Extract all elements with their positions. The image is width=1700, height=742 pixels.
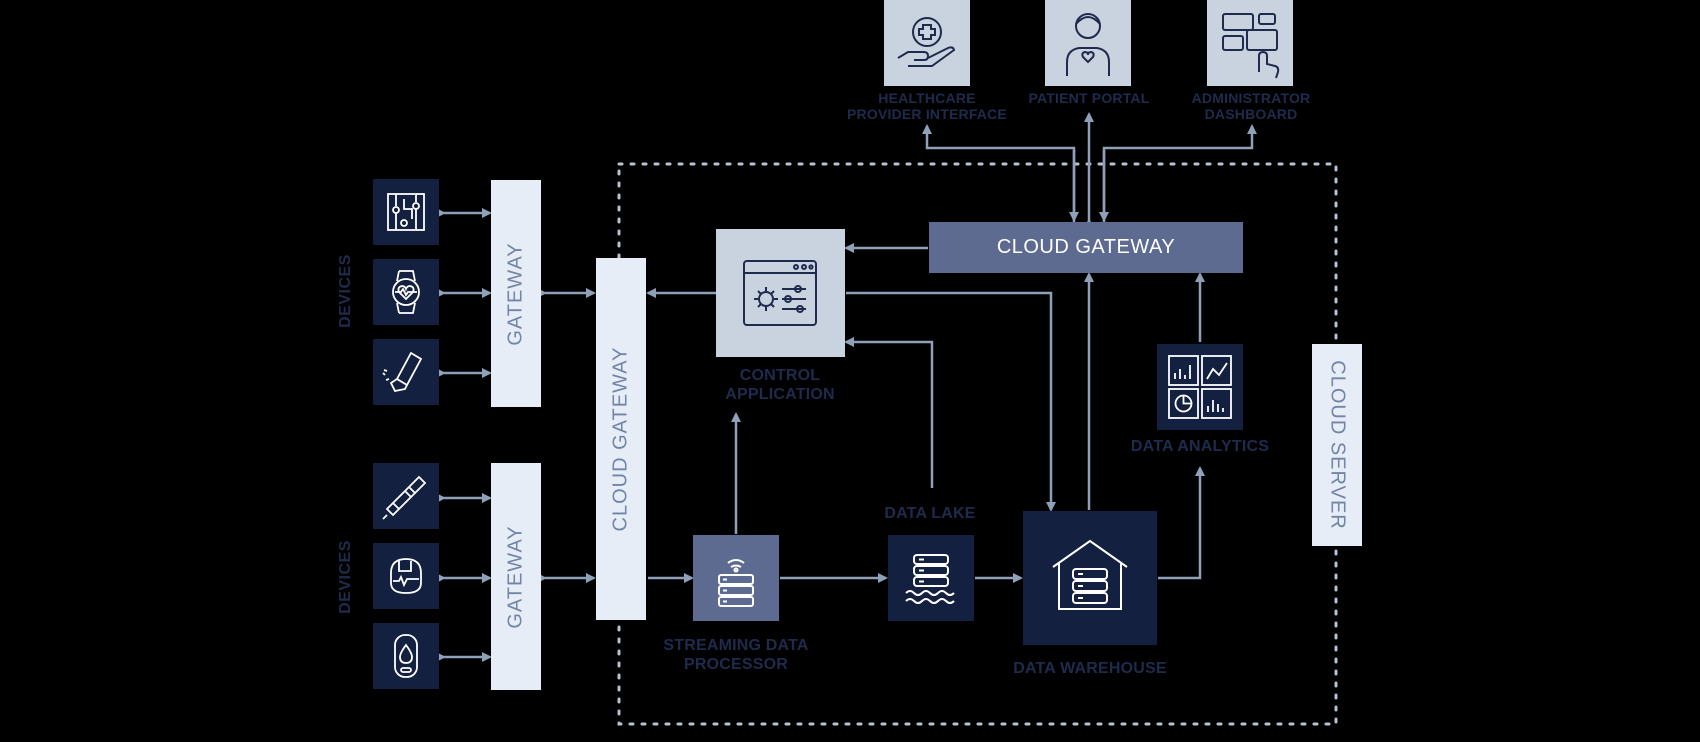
glucose-meter-icon — [394, 634, 418, 678]
link-lake-to-control — [844, 337, 934, 488]
healthcare-provider-box[interactable] — [884, 0, 970, 86]
inhaler-icon — [382, 351, 423, 393]
gateway-top-label: GATEWAY — [504, 241, 527, 346]
control-application-box[interactable] — [716, 229, 845, 357]
database-waves-icon — [905, 554, 955, 604]
data-analytics-label: DATA ANALYTICS — [1130, 438, 1270, 455]
link-warehouse-to-analytics — [1158, 466, 1205, 580]
hand-medical-cross-icon — [897, 17, 956, 67]
cloud-gateway-left[interactable]: CLOUD GATEWAY — [596, 258, 646, 620]
data-warehouse-box[interactable] — [1023, 511, 1157, 645]
data-analytics-box[interactable] — [1157, 344, 1243, 430]
analytics-charts-icon — [1168, 355, 1232, 419]
device-circuit-board[interactable] — [373, 179, 439, 245]
device-insulin-pen[interactable] — [373, 463, 439, 529]
cloud-server[interactable]: CLOUD SERVER — [1312, 344, 1362, 546]
devices-label-bottom: DEVICES — [337, 540, 354, 614]
cloud-gateway-top[interactable]: CLOUD GATEWAY — [929, 222, 1243, 273]
data-lake-label: DATA LAKE — [884, 505, 976, 522]
settings-window-icon — [743, 260, 817, 326]
device-glucose-meter[interactable] — [373, 623, 439, 689]
patient-person-icon — [1066, 13, 1110, 76]
data-lake-box[interactable] — [888, 535, 974, 621]
streaming-processor-label: STREAMING DATA PROCESSOR — [663, 637, 809, 673]
gateway-top[interactable]: GATEWAY — [491, 180, 541, 407]
blood-pressure-monitor-icon — [390, 558, 422, 594]
warehouse-database-icon — [1052, 539, 1128, 610]
insulin-pen-icon — [382, 475, 427, 520]
administrator-dashboard-box[interactable] — [1207, 0, 1293, 86]
administrator-dashboard-label: ADMINISTRATOR DASHBOARD — [1191, 90, 1311, 122]
cloud-server-label: CLOUD SERVER — [1326, 360, 1349, 530]
device-smartwatch[interactable] — [373, 259, 439, 325]
dashboard-touch-icon — [1222, 13, 1280, 79]
smartwatch-heart-icon — [392, 270, 420, 314]
gateway-bottom[interactable]: GATEWAY — [491, 463, 541, 690]
wireless-server-icon — [718, 559, 754, 607]
gateway-bottom-label: GATEWAY — [504, 524, 527, 629]
data-warehouse-label: DATA WAREHOUSE — [1013, 660, 1167, 677]
control-application-label: CONTROL APPLICATION — [725, 367, 835, 403]
cloud-gateway-top-label: CLOUD GATEWAY — [996, 236, 1176, 258]
devices-label-top: DEVICES — [337, 254, 354, 328]
cloud-gateway-left-label: CLOUD GATEWAY — [609, 346, 632, 532]
streaming-processor-box[interactable] — [693, 535, 779, 621]
link-cloudgw-to-admin — [1102, 124, 1257, 222]
patient-portal-box[interactable] — [1045, 0, 1131, 86]
device-inhaler[interactable] — [373, 339, 439, 405]
link-control-to-warehouse — [846, 291, 1056, 512]
link-cloudgw-to-provider — [922, 124, 1076, 222]
healthcare-provider-label: HEALTHCARE PROVIDER INTERFACE — [847, 90, 1007, 122]
device-blood-pressure[interactable] — [373, 543, 439, 609]
circuit-board-icon — [387, 193, 425, 231]
patient-portal-label: PATIENT PORTAL — [1028, 90, 1150, 106]
